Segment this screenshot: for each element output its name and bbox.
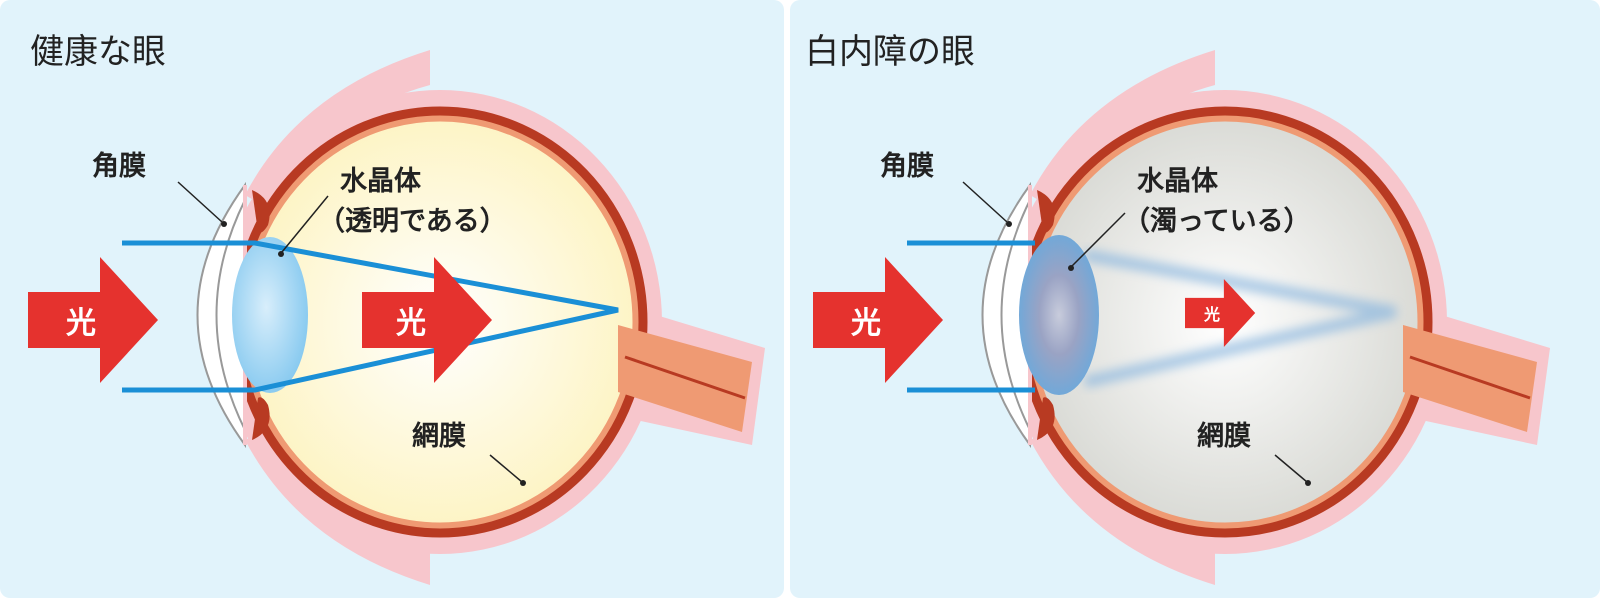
lens-leader [281,195,329,253]
cornea-label: 角膜 [880,150,934,182]
cornea-leader [177,181,223,223]
scattered-light-rays [1083,249,1397,388]
retina-leader [489,454,523,483]
panel-healthy-eye: 健康な眼 光 光 角膜 水晶体 （透明である） 網膜 [28,32,765,585]
lens-cloudy [1019,235,1099,395]
light-arrow-inner-label: 光 [1203,305,1220,324]
cornea-dot [1006,221,1012,227]
light-rays [122,240,619,393]
cornea-dot [221,221,227,227]
retina-leader [1274,454,1308,483]
panel-title: 白内障の眼 [805,32,975,72]
lens-label: 水晶体 [1137,166,1219,197]
retina-label: 網膜 [1197,420,1251,452]
lens-leader [1071,212,1126,267]
cornea-label: 角膜 [92,150,146,182]
lens-label: 水晶体 [340,166,422,197]
cornea-leader [962,181,1008,223]
retina-dot [520,480,526,486]
retina-label: 網膜 [412,420,466,452]
lens-dot [1068,265,1074,271]
lens-clear [232,237,308,393]
lens-state-label: （透明である） [318,206,507,237]
retina-dot [1305,480,1311,486]
panel-cataract-eye: 白内障の眼 光 光 角膜 水晶体 （濁っている） 網膜 [805,32,1550,585]
light-arrow-inner-label: 光 [396,306,426,341]
lens-state-label: （濁っている） [1123,206,1311,237]
light-arrow-outer-label: 光 [851,306,881,341]
light-arrow-outer-label: 光 [66,306,96,341]
lens-dot [278,251,284,257]
panel-title: 健康な眼 [30,32,166,72]
